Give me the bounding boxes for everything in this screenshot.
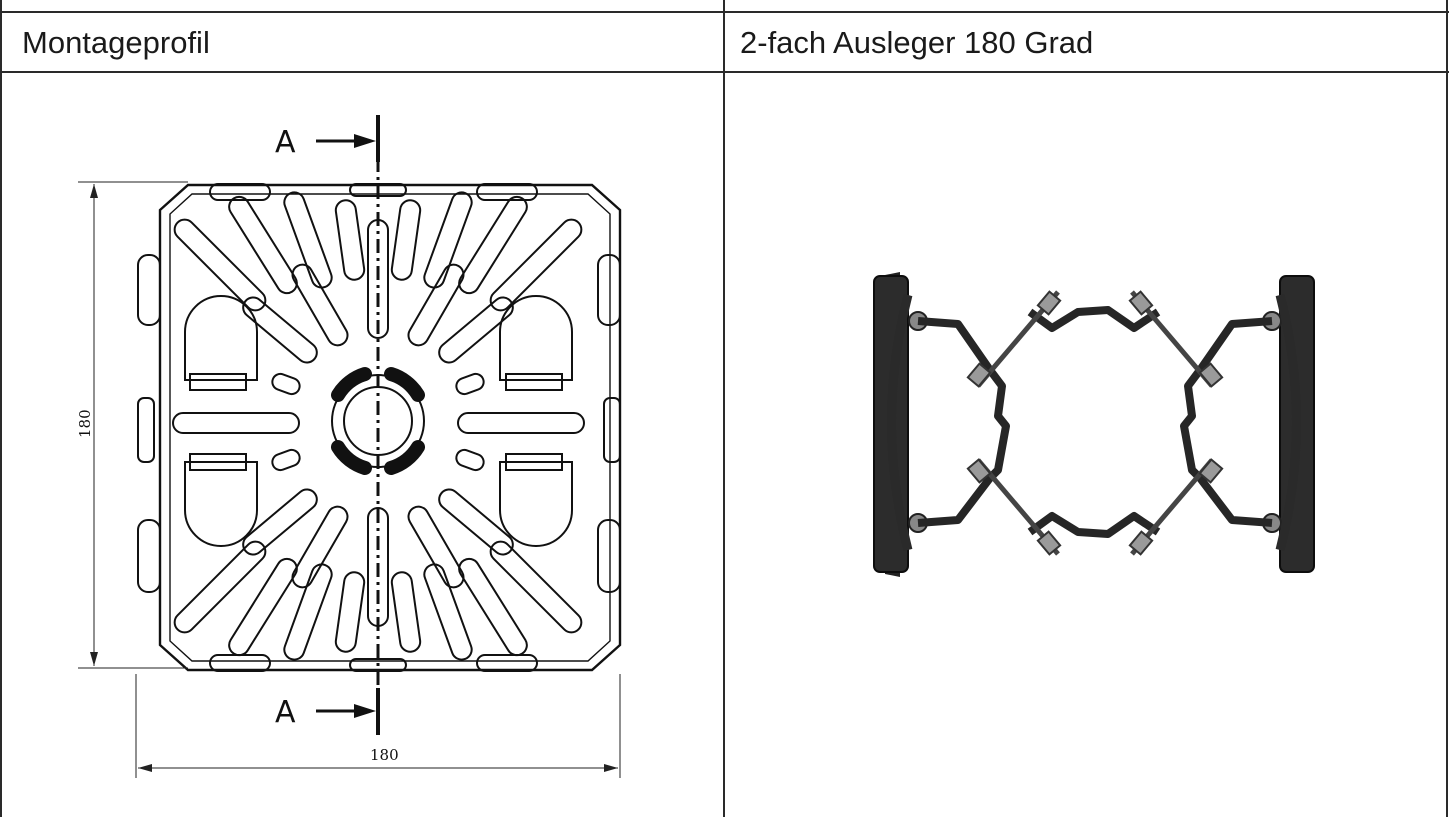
dim-arrowhead	[90, 652, 98, 666]
slot	[489, 218, 583, 312]
section-arrowhead-top	[354, 134, 376, 148]
dim-width-label: 180	[370, 746, 399, 764]
slot	[173, 540, 267, 634]
slot	[291, 263, 349, 347]
header-ausleger: 2-fach Ausleger 180 Grad	[740, 25, 1094, 60]
keyhole-bar	[505, 373, 563, 391]
slot	[334, 571, 366, 653]
ring-slot	[384, 440, 425, 475]
right-border	[1446, 0, 1448, 817]
ring-slot	[384, 367, 425, 402]
tab	[137, 254, 161, 326]
slot	[283, 563, 333, 661]
ausleger-illustration	[873, 272, 1315, 577]
dim-arrowhead	[90, 184, 98, 198]
section-arrowhead-bottom	[354, 704, 376, 718]
tab	[476, 183, 538, 201]
tab	[597, 254, 621, 326]
tab	[137, 397, 155, 463]
slot	[458, 557, 528, 657]
tab	[476, 654, 538, 672]
slot	[489, 540, 583, 634]
tab	[603, 397, 621, 463]
keyhole-bar	[505, 453, 563, 471]
slot	[390, 571, 422, 653]
slot	[228, 557, 298, 657]
ring-slot	[331, 367, 372, 402]
tab	[209, 654, 271, 672]
small-hole	[271, 372, 301, 396]
clamp-arms	[917, 306, 1273, 538]
ring-slot	[331, 440, 372, 475]
column-divider	[723, 0, 725, 817]
tab	[209, 183, 271, 201]
slot	[334, 199, 366, 281]
tab	[137, 519, 161, 593]
slot	[172, 412, 300, 434]
keyhole-bar	[189, 373, 247, 391]
slot	[438, 296, 514, 364]
slot	[407, 505, 465, 589]
slot	[291, 505, 349, 589]
slot	[423, 191, 473, 289]
slot	[438, 488, 514, 556]
small-hole	[271, 448, 301, 472]
section-label-bottom: A	[275, 695, 296, 730]
slot	[407, 263, 465, 347]
keyhole	[499, 295, 573, 381]
slot	[423, 563, 473, 661]
slot	[242, 296, 318, 364]
dim-arrowhead	[138, 764, 152, 772]
keyhole	[184, 295, 258, 381]
tab	[597, 519, 621, 593]
left-border	[0, 0, 2, 817]
small-hole	[455, 372, 485, 396]
slot	[173, 218, 267, 312]
montageprofil-drawing: A A 180 180	[76, 115, 622, 778]
slot	[228, 195, 298, 295]
plate-inner-outline	[169, 193, 611, 662]
plate-outline	[158, 183, 622, 672]
slot	[242, 488, 318, 556]
small-hole	[455, 448, 485, 472]
keyhole	[499, 461, 573, 547]
keyhole-bar	[189, 453, 247, 471]
keyhole	[184, 461, 258, 547]
slot	[457, 412, 585, 434]
bolts	[976, 290, 1214, 556]
slot	[283, 191, 333, 289]
nuts	[966, 290, 1224, 556]
slot	[458, 195, 528, 295]
slot	[390, 199, 422, 281]
header-montageprofil: Montageprofil	[22, 25, 210, 60]
section-label-top: A	[275, 125, 296, 160]
dim-arrowhead	[604, 764, 618, 772]
dim-height-label: 180	[76, 409, 94, 438]
